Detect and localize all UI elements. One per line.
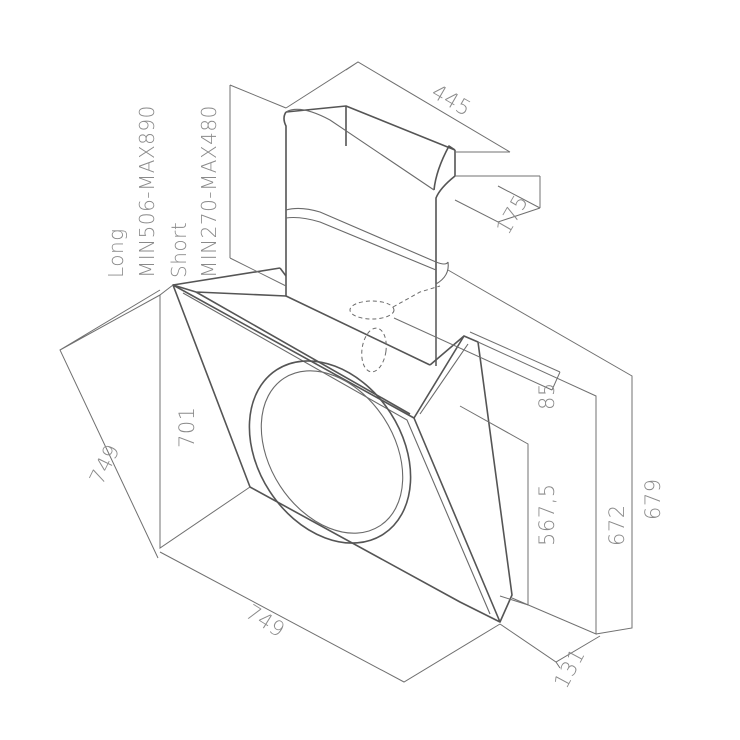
chimney-front-face bbox=[283, 111, 431, 366]
dim-679-label: 679 bbox=[641, 478, 665, 520]
air-outlet-bottom bbox=[361, 327, 387, 373]
glass-panel-outer bbox=[172, 284, 501, 623]
chimney-long-range: MIN506-MAX890 bbox=[135, 105, 159, 278]
dim-85-line bbox=[393, 317, 561, 391]
chimney-short-range: MIN270-MAX480 bbox=[197, 105, 221, 278]
air-outlet-guide bbox=[392, 285, 441, 308]
hood-right-side bbox=[413, 335, 513, 623]
dim-445-line bbox=[285, 61, 511, 153]
chimney-lower-curve bbox=[435, 261, 449, 366]
chimney-split-line-2 bbox=[285, 216, 437, 271]
air-outlet-top bbox=[349, 300, 395, 320]
dim-749-bottom-label: 749 bbox=[241, 600, 289, 642]
hood-side-top bbox=[429, 335, 465, 366]
dim-679-line bbox=[447, 269, 633, 635]
dim-567-label: 567,5 bbox=[535, 483, 559, 546]
hood-top-surface bbox=[172, 284, 411, 415]
dim-749-diagonal-label: 749 bbox=[85, 440, 125, 488]
chimney-short-label: Short bbox=[167, 222, 191, 278]
chimney-labels: Long MIN506-MAX890 Short MIN270-MAX480 bbox=[104, 105, 221, 278]
dim-85-label: 85 bbox=[535, 382, 559, 410]
dim-567-line bbox=[459, 405, 529, 606]
dim-131-label: 131 bbox=[549, 644, 590, 692]
chimney-front-top-curve bbox=[285, 108, 435, 191]
dim-445-label: 445 bbox=[428, 80, 476, 122]
hood-body bbox=[172, 267, 513, 623]
chimney-long-label: Long bbox=[104, 228, 128, 278]
mounting-plate bbox=[172, 267, 287, 286]
dim-175-label: 175 bbox=[492, 190, 534, 238]
dim-701-line bbox=[159, 284, 251, 549]
dimension-lines bbox=[59, 61, 633, 683]
chimney-right-edge bbox=[433, 145, 456, 191]
chimney-top-edge bbox=[285, 105, 456, 151]
dim-672-label: 672 bbox=[605, 504, 629, 546]
dim-701-label: 701 bbox=[175, 406, 199, 448]
chimney-split-line bbox=[285, 207, 449, 265]
dim-175-line bbox=[454, 175, 541, 223]
dim-131-line bbox=[499, 623, 601, 669]
dim-chimney-height-line bbox=[229, 84, 287, 287]
dim-672-line bbox=[477, 341, 597, 635]
glass-panel-inner bbox=[182, 292, 491, 615]
dim-749-diagonal-line bbox=[59, 289, 161, 559]
oval-frame-outer bbox=[248, 360, 412, 544]
hood-right-inner bbox=[419, 343, 469, 415]
dim-749-bottom-line bbox=[159, 551, 501, 683]
air-outlets bbox=[349, 285, 441, 373]
dimension-labels: 445 175 85 701 749 749 567,5 672 679 131 bbox=[85, 80, 665, 693]
oval-frame-inner bbox=[260, 370, 404, 534]
chimney bbox=[283, 105, 456, 366]
chimney-right-side bbox=[345, 106, 456, 366]
